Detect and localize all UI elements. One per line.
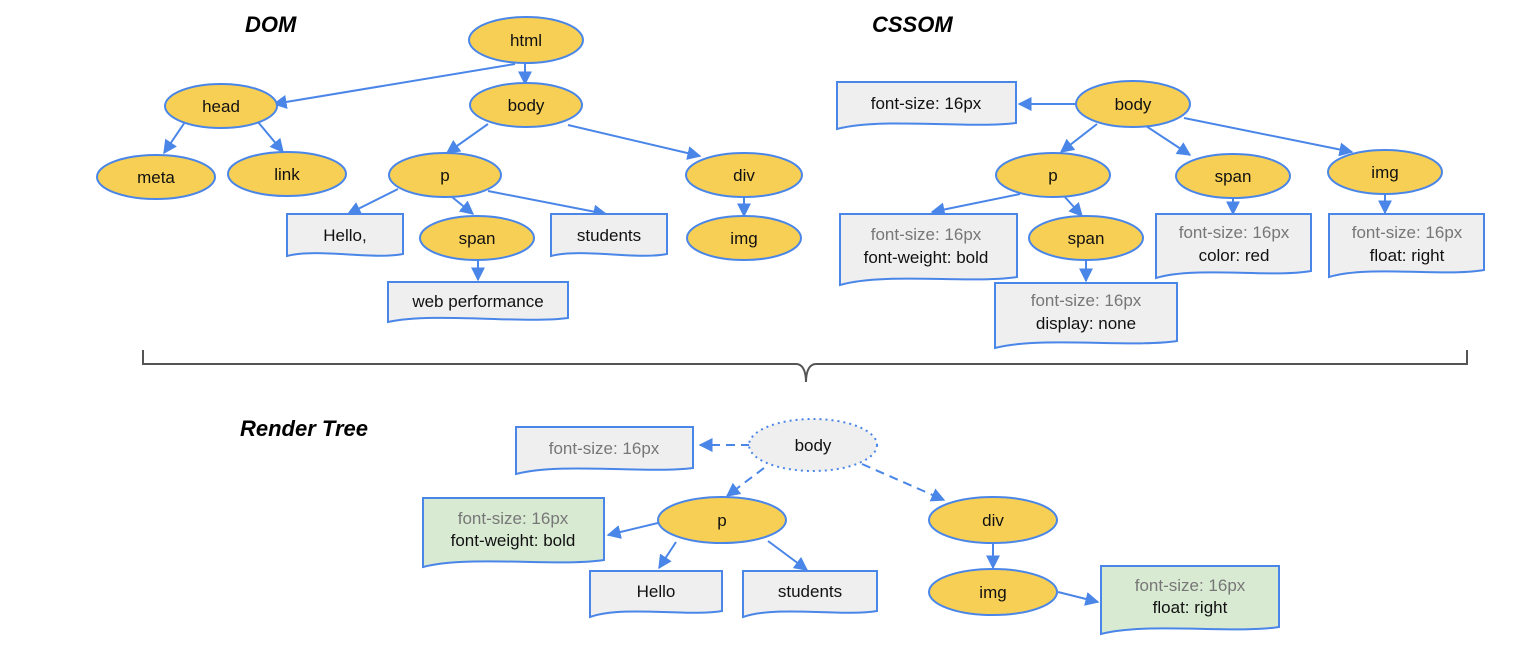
cssom-rule-img-0: font-size: 16px bbox=[1352, 223, 1463, 242]
edge-rt-body-p bbox=[725, 467, 765, 497]
rt-node-body bbox=[748, 418, 878, 472]
cssom-node-span-top bbox=[1175, 153, 1291, 199]
cssom-rule-span-nested-0: font-size: 16px bbox=[1031, 291, 1142, 310]
dom-node-head-label: head bbox=[202, 97, 240, 116]
dom-node-html-label: html bbox=[510, 31, 542, 50]
cssom-rule-img-1: float: right bbox=[1370, 246, 1445, 265]
dom-node-meta-label: meta bbox=[137, 168, 175, 187]
rt-text-hello: Hello bbox=[637, 582, 676, 601]
cssom-title: CSSOM bbox=[872, 12, 953, 37]
render-tree-title: Render Tree bbox=[240, 416, 368, 441]
edge-rt-body-div bbox=[861, 463, 946, 502]
dom-text-web-performance: web performance bbox=[411, 292, 543, 311]
rt-node-img bbox=[928, 568, 1058, 616]
dom-title: DOM bbox=[245, 12, 297, 37]
dom-text-box-web-performance bbox=[387, 281, 569, 324]
combine-brace bbox=[142, 350, 1468, 383]
edge-cssom-body-p bbox=[1059, 123, 1098, 153]
rt-text-students: students bbox=[778, 582, 842, 601]
dom-node-meta bbox=[96, 154, 216, 200]
edge-html-head bbox=[272, 63, 516, 109]
cssom-rule-body-0: font-size: 16px bbox=[871, 94, 982, 113]
rt-text-box-hello bbox=[589, 570, 723, 619]
dom-node-img bbox=[686, 215, 802, 261]
edge-cssom-p-span bbox=[1063, 195, 1083, 218]
rt-rule-body-0: font-size: 16px bbox=[549, 439, 660, 458]
cssom-rule-p-1: font-weight: bold bbox=[864, 248, 989, 267]
rt-node-div-label: div bbox=[982, 511, 1004, 530]
rt-rule-p-0: font-size: 16px bbox=[458, 509, 569, 528]
edge-cssom-body-img bbox=[1183, 117, 1354, 157]
cssom-rule-box-p bbox=[839, 213, 1018, 287]
dom-text-box-hello bbox=[286, 213, 404, 258]
dom-edges bbox=[163, 63, 751, 282]
rt-node-p-label: p bbox=[717, 511, 726, 530]
edge-body-p bbox=[445, 123, 489, 154]
render-tree-edges bbox=[606, 438, 1100, 606]
edge-p-span bbox=[451, 196, 475, 215]
rt-node-div bbox=[928, 496, 1058, 544]
dom-node-p-label: p bbox=[440, 166, 449, 185]
render-tree-nodes: font-size: 16px body font-size: 16px fon… bbox=[422, 418, 1280, 636]
dom-node-body-label: body bbox=[508, 96, 545, 115]
edge-head-link bbox=[257, 121, 284, 154]
cssom-node-p-label: p bbox=[1048, 166, 1057, 185]
cssom-rule-p-0: font-size: 16px bbox=[871, 225, 982, 244]
dom-text-box-students bbox=[550, 213, 668, 258]
cssom-rule-box-body bbox=[836, 81, 1017, 131]
cssom-rule-box-span-nested bbox=[994, 282, 1178, 350]
dom-node-div-label: div bbox=[733, 166, 755, 185]
rt-rule-box-p bbox=[422, 497, 605, 569]
dom-node-span bbox=[419, 215, 535, 261]
rt-node-p bbox=[657, 496, 787, 544]
dom-node-body bbox=[469, 82, 583, 128]
edge-head-meta bbox=[163, 121, 186, 155]
edge-rt-p-rule bbox=[606, 521, 663, 539]
cssom-node-span-top-label: span bbox=[1215, 167, 1252, 186]
cssom-rule-box-img bbox=[1328, 213, 1485, 279]
dom-node-p bbox=[388, 152, 502, 198]
rt-rule-box-img bbox=[1100, 565, 1280, 636]
cssom-node-img bbox=[1327, 149, 1443, 195]
edge-rt-p-students bbox=[767, 540, 809, 571]
cssom-nodes: font-size: 16px body p span img span fon… bbox=[836, 80, 1485, 350]
edge-cssom-p-rule bbox=[930, 193, 1021, 217]
rt-text-box-students bbox=[742, 570, 878, 619]
dom-nodes: html head body meta link p div span img … bbox=[96, 16, 803, 324]
rt-rule-img-1: float: right bbox=[1153, 598, 1228, 617]
rt-rule-p-1: font-weight: bold bbox=[451, 531, 576, 550]
rt-node-img-label: img bbox=[979, 583, 1006, 602]
cssom-rule-span-top-1: color: red bbox=[1199, 246, 1270, 265]
dom-node-link bbox=[227, 151, 347, 197]
cssom-edges bbox=[930, 97, 1392, 283]
cssom-rule-span-nested-1: display: none bbox=[1036, 314, 1136, 333]
dom-node-span-label: span bbox=[459, 229, 496, 248]
edge-cssom-body-span bbox=[1145, 125, 1192, 156]
edge-rt-img-rule bbox=[1057, 591, 1100, 606]
dom-node-div bbox=[685, 152, 803, 198]
rt-rule-box-body bbox=[515, 426, 694, 476]
edge-body-div bbox=[567, 124, 702, 160]
cssom-node-img-label: img bbox=[1371, 163, 1398, 182]
edge-rt-p-hello bbox=[658, 541, 677, 570]
cssom-node-span-nested bbox=[1028, 215, 1144, 261]
edge-p-hello bbox=[346, 188, 399, 215]
dom-node-link-label: link bbox=[274, 165, 300, 184]
cssom-rule-span-top-0: font-size: 16px bbox=[1179, 223, 1290, 242]
cssom-node-p bbox=[995, 152, 1111, 198]
dom-node-head bbox=[164, 83, 278, 129]
cssom-node-span-nested-label: span bbox=[1068, 229, 1105, 248]
edge-p-students bbox=[487, 190, 608, 219]
cssom-node-body bbox=[1075, 80, 1191, 128]
cssom-node-body-label: body bbox=[1115, 95, 1152, 114]
dom-node-html bbox=[468, 16, 584, 64]
rt-rule-img-0: font-size: 16px bbox=[1135, 576, 1246, 595]
rt-node-body-label: body bbox=[795, 436, 832, 455]
dom-text-students: students bbox=[577, 226, 641, 245]
dom-node-img-label: img bbox=[730, 229, 757, 248]
dom-text-hello: Hello, bbox=[323, 226, 366, 245]
cssom-rule-box-span-top bbox=[1155, 213, 1312, 280]
